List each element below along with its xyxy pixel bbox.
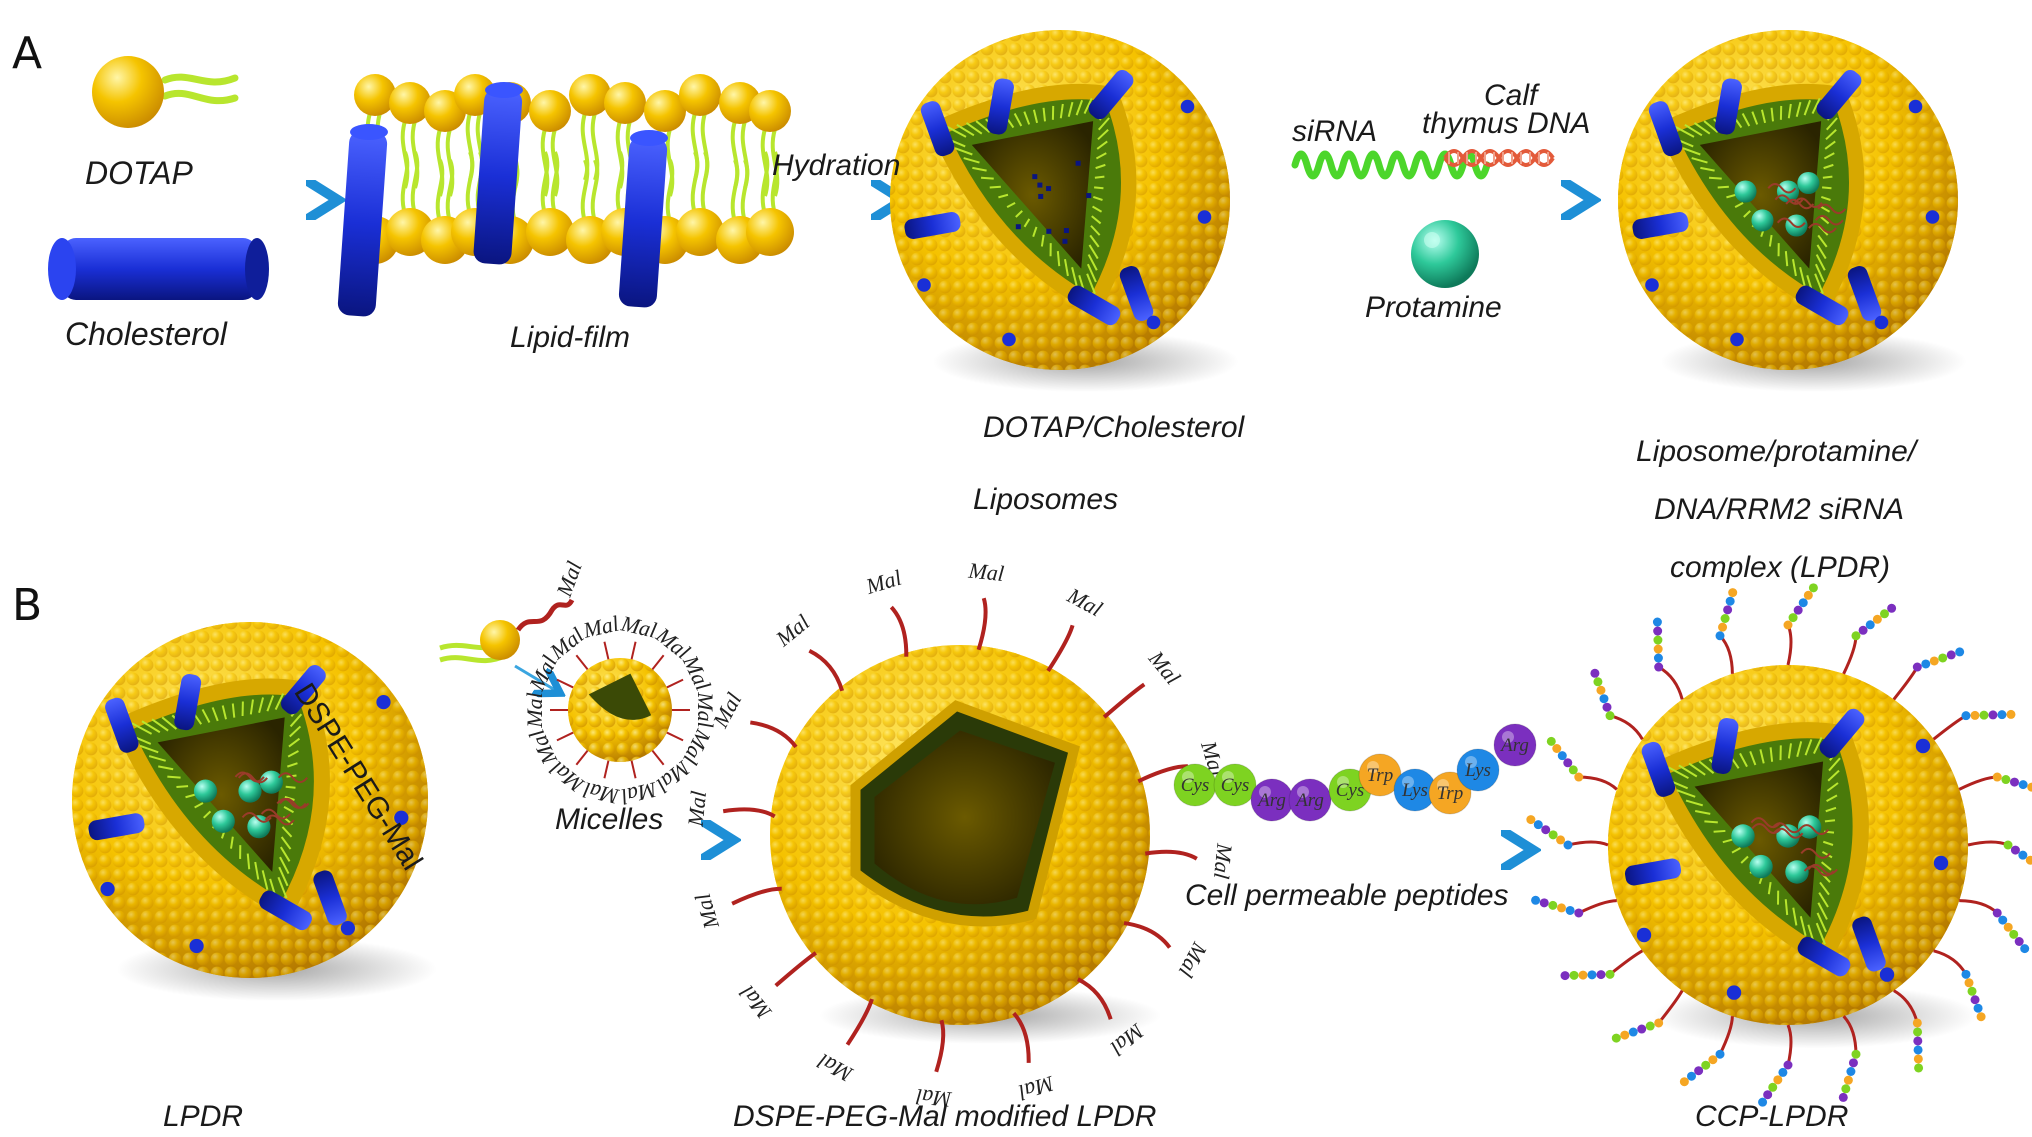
peptide-residue-label: Lys <box>1464 760 1491 781</box>
peptide-residue-label: Arg <box>1256 790 1286 811</box>
lpdr-description-line2: DNA/RRM2 siRNA <box>1654 490 1904 529</box>
mal-group-label: Mal <box>862 565 904 599</box>
dna-helix-icon <box>1445 151 1553 165</box>
lpdr-description-line3: complex (LPDR) <box>1670 548 1890 587</box>
panel-label-a: A <box>12 28 42 79</box>
peptide-residue-label: Trp <box>1367 765 1393 786</box>
dspe-modified-lpdr-label: DSPE-PEG-Mal modified LPDR <box>733 1097 1156 1136</box>
svg-text:Mal: Mal <box>551 558 587 601</box>
sirna-label: siRNA <box>1292 112 1377 151</box>
peptide-residue-label: Lys <box>1401 780 1428 801</box>
mal-group-label: Mal <box>690 891 724 933</box>
peptide-residue-label: Cys <box>1336 780 1365 801</box>
mal-group-label: Mal <box>967 558 1006 587</box>
mal-group-label: Mal <box>1209 842 1238 881</box>
peptide-residue-label: Trp <box>1437 783 1463 804</box>
dspe-peg-mal-modified-lpdr-particle: MalMalMalMalMalMalMalMalMalMalMalMalMalM… <box>683 558 1238 1113</box>
ccp-lpdr-particle <box>1526 583 2032 1106</box>
cell-permeable-peptide-chain: CysCysArgArgCysTrpLysTrpLysArg <box>1174 724 1536 821</box>
micelle-mal-label: Mal <box>618 610 659 642</box>
protamine-label: Protamine <box>1365 288 1502 327</box>
peptide-residue-label: Arg <box>1294 790 1324 811</box>
mal-group-label: Mal <box>770 609 814 651</box>
lpdr-label: LPDR <box>163 1097 243 1136</box>
peptide-residue-label: Cys <box>1181 775 1210 796</box>
lpdr-description-line1: Liposome/protamine/ <box>1636 432 1916 471</box>
protamine-icon <box>1411 220 1479 288</box>
mal-group-label: Mal <box>683 790 712 829</box>
peptide-residue-label: Cys <box>1221 775 1250 796</box>
dotap-cholesterol-label-line2: Liposomes <box>973 480 1118 519</box>
peptide-residue-label: Arg <box>1499 735 1529 756</box>
cholesterol-label: Cholesterol <box>65 314 227 356</box>
mal-group-label: Mal <box>813 1049 857 1088</box>
lipid-film-label: Lipid-film <box>510 318 630 357</box>
lpdr-complex-particle <box>1618 30 1967 392</box>
cpp-label: Cell permeable peptides <box>1185 876 1509 915</box>
mal-group-label: Mal <box>734 981 776 1025</box>
dotap-cholesterol-liposome <box>890 30 1239 392</box>
micelle-mal-label: Mal <box>522 692 547 728</box>
hydration-label: Hydration <box>772 146 900 185</box>
micelle-mal-label: Mal <box>580 611 621 643</box>
mal-group-label: Mal <box>1174 938 1213 982</box>
lipid-film-illustration <box>337 74 794 317</box>
thymus-dna-label: thymus DNA <box>1422 104 1590 143</box>
ccp-lpdr-label: CCP-LPDR <box>1695 1097 1848 1136</box>
dotap-molecule-icon <box>92 56 235 128</box>
dotap-label: DOTAP <box>85 153 193 195</box>
micelle-particle: MalMalMalMalMalMalMalMalMalMalMalMalMalM… <box>522 610 718 809</box>
cholesterol-molecule-icon <box>48 238 269 300</box>
panel-label-b: B <box>12 580 42 631</box>
mal-group-label: Mal <box>1063 582 1107 621</box>
mal-group-label: Mal <box>1143 645 1185 689</box>
dotap-cholesterol-label-line1: DOTAP/Cholesterol <box>983 408 1244 447</box>
micelles-label: Micelles <box>555 800 663 839</box>
